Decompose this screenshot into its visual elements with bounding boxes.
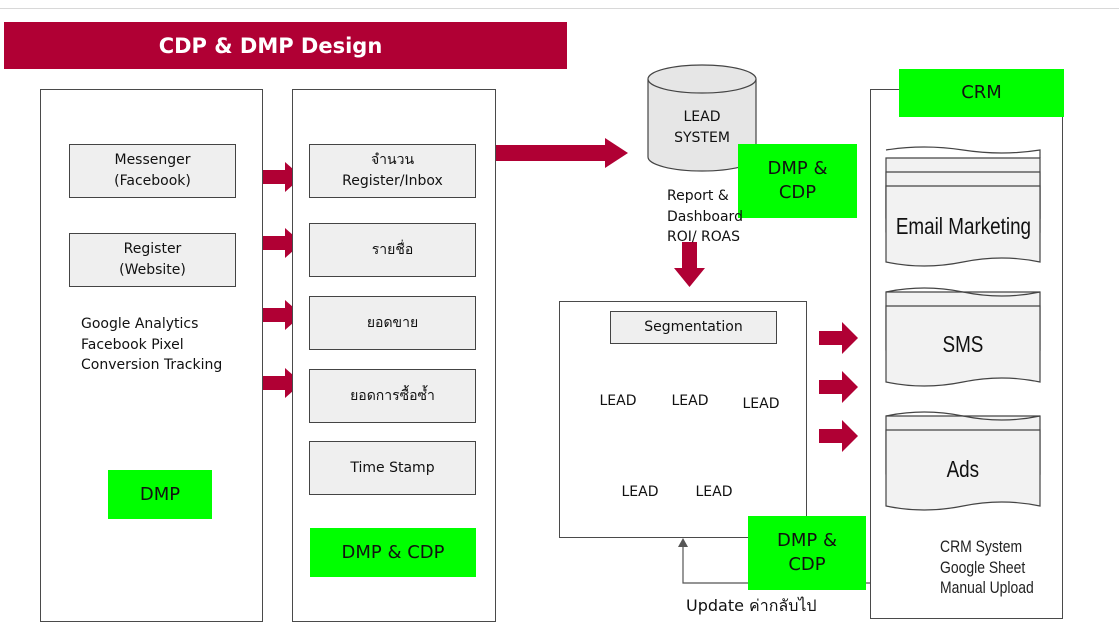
sms-label: SMS: [942, 331, 984, 357]
ads-label: Ads: [946, 456, 980, 482]
messenger-source-box: Messenger (Facebook): [69, 144, 236, 198]
metric-repeat-purchases: ยอดการซื้อซ้ำ: [309, 369, 476, 423]
crm-channel-sms: SMS: [886, 330, 1040, 358]
segmentation-dmp-cdp-badge: DMP & CDP: [748, 516, 866, 590]
metrics-dmp-cdp-badge: DMP & CDP: [310, 528, 476, 577]
crm-badge: CRM: [899, 69, 1064, 117]
arrow-to-sms: [819, 371, 858, 403]
update-feedback-label: Update ค่ากลับไป: [686, 596, 817, 615]
email-document-stack: [885, 146, 1041, 267]
crm-channel-ads: Ads: [886, 455, 1040, 483]
ads-document-stack: [885, 411, 1041, 511]
arrow-to-email: [819, 322, 858, 354]
lead-label-2: LEAD: [671, 393, 709, 409]
lead-label-4: LEAD: [621, 484, 659, 500]
lead-label-1: LEAD: [599, 393, 637, 409]
feedback-arrowhead: [678, 538, 688, 547]
report-dashboard-label: Report & Dashboard ROI/ ROAS: [667, 188, 743, 245]
sms-document-stack: [885, 287, 1041, 387]
arrow-to-ads: [819, 420, 858, 452]
metric-register-inbox-count: จำนวน Register/Inbox: [309, 144, 476, 198]
lead-system-cylinder: [647, 64, 757, 172]
arrow-down-to-segmentation: [674, 242, 705, 287]
crm-system-footer: CRM System Google Sheet Manual Upload: [940, 537, 1034, 597]
top-divider: [0, 8, 1119, 9]
metric-names: รายชื่อ: [309, 223, 476, 277]
tracking-tools-list: Google Analytics Facebook Pixel Conversi…: [81, 316, 223, 373]
arrow-to-lead-system: [496, 138, 628, 168]
metric-sales: ยอดขาย: [309, 296, 476, 350]
lead-system-label: LEAD SYSTEM: [674, 109, 730, 146]
metric-time-stamp: Time Stamp: [309, 441, 476, 495]
dmp-badge: DMP: [108, 470, 212, 519]
page-title: CDP & DMP Design: [4, 22, 567, 69]
lead-label-5: LEAD: [695, 484, 733, 500]
crm-channel-email: Email Marketing: [886, 212, 1040, 240]
segmentation-header: Segmentation: [610, 311, 777, 344]
email-marketing-label: Email Marketing: [895, 213, 1031, 239]
lead-system-dmp-cdp-badge: DMP & CDP: [738, 144, 857, 218]
register-source-box: Register (Website): [69, 233, 236, 287]
lead-label-3: LEAD: [742, 396, 780, 412]
